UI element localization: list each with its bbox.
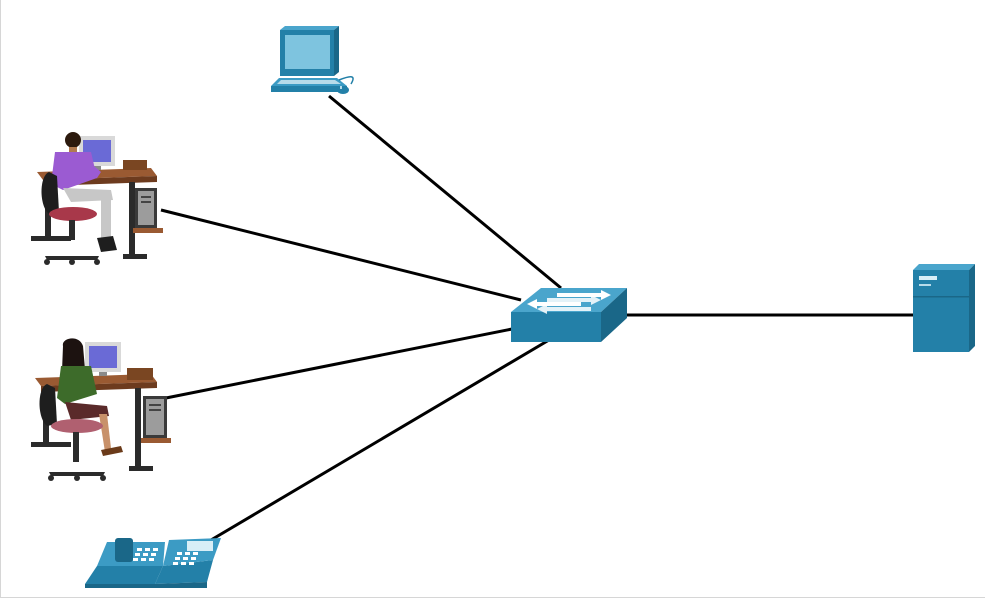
- ip-phone-icon[interactable]: [85, 538, 221, 588]
- server-icon[interactable]: [913, 264, 975, 352]
- link-switch-ip-phone: [210, 338, 550, 542]
- link-switch-user-man: [160, 208, 522, 302]
- link-switch-user-woman: [165, 326, 518, 400]
- workstation-user-icon[interactable]: [31, 338, 171, 481]
- laptop-icon[interactable]: [271, 26, 354, 94]
- switch-icon[interactable]: [511, 288, 627, 342]
- workstation-user-icon[interactable]: [31, 132, 163, 265]
- links: [160, 94, 915, 542]
- link-switch-laptop: [328, 94, 562, 290]
